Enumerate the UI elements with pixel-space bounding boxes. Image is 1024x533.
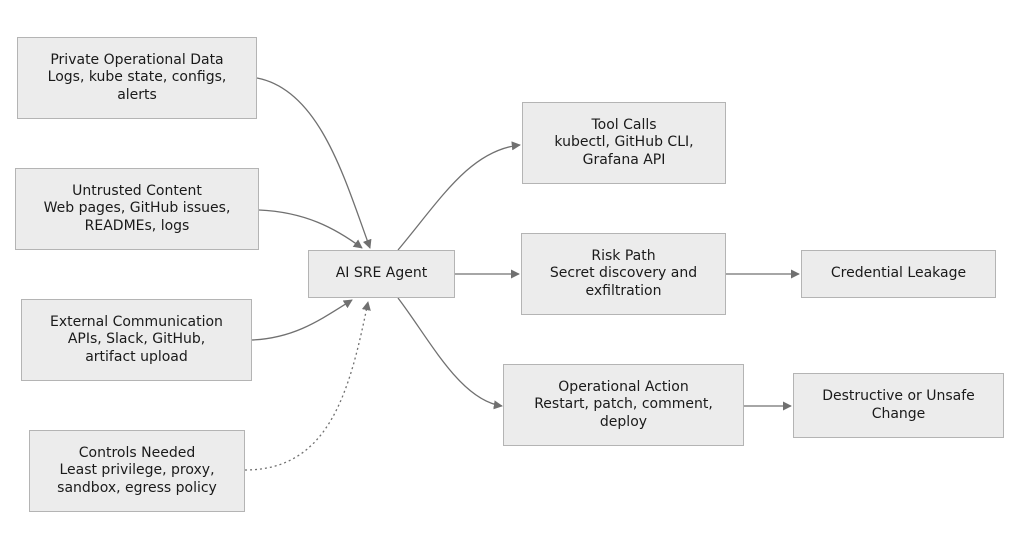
node-risk-path: Risk Path Secret discovery and exfiltrat… (521, 233, 726, 315)
node-untrusted-content-line-2: READMEs, logs (84, 217, 190, 234)
edge-agent-to-operational-action (397, 297, 503, 410)
node-ai-sre-agent-label: AI SRE Agent (335, 265, 428, 282)
edge-external-comm-to-agent (251, 299, 353, 341)
node-credential-leakage-label: Credential Leakage (830, 265, 967, 282)
node-risk-path-line-1: Secret discovery and (549, 265, 698, 282)
node-untrusted-content-line-1: Web pages, GitHub issues, (43, 200, 231, 217)
node-controls-needed-line-1: Least privilege, proxy, (59, 462, 215, 479)
edge-controls-to-agent (244, 301, 371, 471)
node-untrusted-content-title: Untrusted Content (72, 182, 202, 199)
node-external-communication: External Communication APIs, Slack, GitH… (21, 299, 252, 381)
edge-agent-to-tool-calls (397, 141, 521, 251)
node-ai-sre-agent: AI SRE Agent (308, 250, 455, 298)
node-destructive-change-title: Destructive or Unsafe (822, 388, 975, 404)
node-operational-action-line-2: deploy (599, 413, 648, 430)
node-controls-needed: Controls Needed Least privilege, proxy, … (29, 430, 245, 512)
node-destructive-change-line-1: Change (871, 405, 926, 422)
node-tool-calls-line-1: kubectl, GitHub CLI, (554, 134, 694, 151)
node-operational-action: Operational Action Restart, patch, comme… (503, 364, 744, 446)
node-tool-calls: Tool Calls kubectl, GitHub CLI, Grafana … (522, 102, 726, 184)
node-private-operational-data-line-2: alerts (117, 86, 157, 103)
edge-private-data-to-agent (256, 77, 372, 249)
node-tool-calls-line-2: Grafana API (582, 151, 666, 168)
node-controls-needed-line-2: sandbox, egress policy (57, 479, 217, 496)
node-external-communication-line-1: APIs, Slack, GitHub, (67, 331, 206, 348)
node-operational-action-line-1: Restart, patch, comment, (534, 396, 713, 413)
node-credential-leakage: Credential Leakage (801, 250, 996, 298)
node-private-operational-data-line-1: Logs, kube state, configs, (47, 69, 227, 86)
node-operational-action-title: Operational Action (558, 378, 689, 395)
node-private-operational-data-title: Private Operational Data (50, 51, 224, 68)
edge-untrusted-to-agent (258, 209, 363, 249)
node-destructive-or-unsafe-change: Destructive or Unsafe Change (793, 373, 1004, 438)
node-risk-path-line-2: exfiltration (585, 282, 662, 299)
node-untrusted-content: Untrusted Content Web pages, GitHub issu… (15, 168, 259, 250)
node-external-communication-line-2: artifact upload (85, 348, 188, 365)
node-private-operational-data: Private Operational Data Logs, kube stat… (17, 37, 257, 119)
node-risk-path-title: Risk Path (591, 247, 656, 264)
node-external-communication-title: External Communication (50, 313, 223, 330)
node-controls-needed-title: Controls Needed (78, 444, 196, 461)
node-tool-calls-title: Tool Calls (591, 116, 657, 133)
